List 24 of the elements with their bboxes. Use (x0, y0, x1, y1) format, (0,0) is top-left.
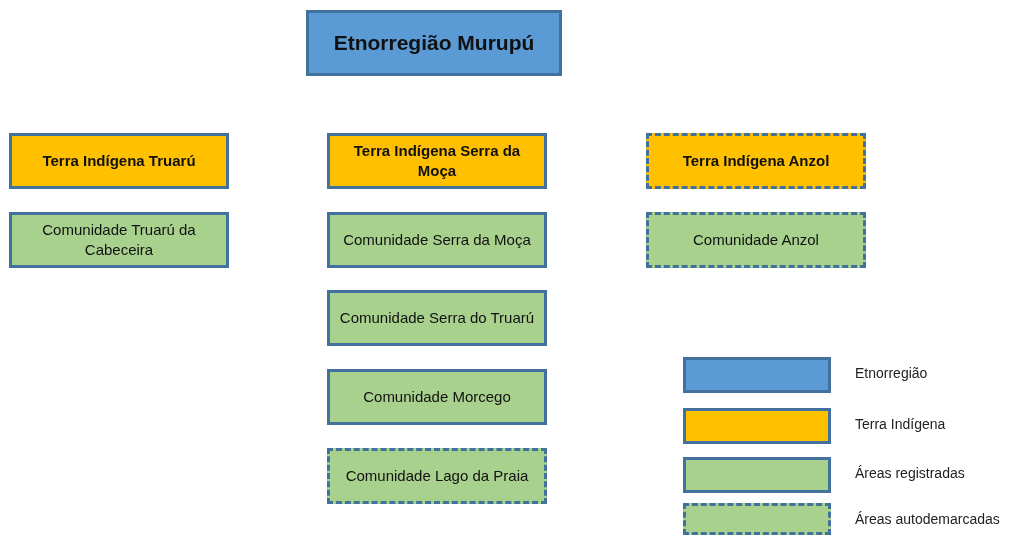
area-name: Comunidade Anzol (693, 229, 819, 250)
legend-label: Etnorregião (855, 365, 928, 381)
area-box (646, 133, 866, 189)
area-name: Comunidade Serra do Truarú (339, 307, 535, 328)
area-box (646, 212, 866, 268)
area-name: Terra Indígena Anzol (682, 150, 830, 171)
area-box (9, 133, 229, 189)
area-name: Comunidade Serra da Moça (343, 229, 531, 250)
legend-label: Áreas autodemarcadas (855, 511, 1000, 527)
area-box (327, 369, 547, 425)
area-name: Comunidade Morcego (363, 386, 511, 407)
area-box (9, 212, 229, 268)
area-box (327, 212, 547, 268)
area-name: Terra Indígena Serra da Moça (352, 140, 522, 181)
area-box (327, 290, 547, 346)
area-name: Comunidade Lago da Praia (345, 465, 529, 486)
legend-label: Áreas registradas (855, 465, 965, 481)
area-box (327, 448, 547, 504)
area-name: Terra Indígena Truarú (42, 150, 196, 171)
area-box (306, 10, 562, 76)
area-name: Etnorregião Murupú (333, 29, 535, 56)
area-name: Comunidade Truarú da Cabeceira (41, 219, 197, 260)
area-box (327, 133, 547, 189)
legend-label: Terra Indígena (855, 416, 946, 432)
